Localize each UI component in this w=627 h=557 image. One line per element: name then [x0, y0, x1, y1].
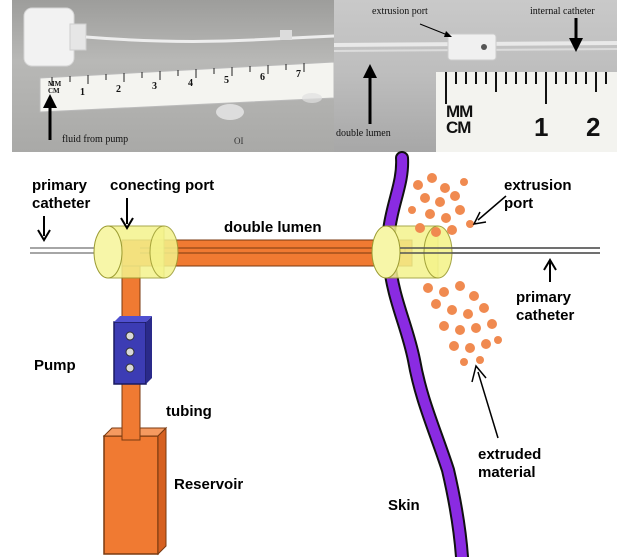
primary-catheter-left-label-2: catheter	[32, 195, 91, 212]
internal-catheter-label: internal catheter	[530, 6, 595, 17]
pump-label: Pump	[34, 357, 76, 374]
extrusion-port-label-2: port	[504, 195, 534, 212]
ruler-number-3: 3	[152, 81, 157, 92]
catheter-tube	[85, 34, 334, 43]
ruler-mm-label: MM	[48, 80, 62, 88]
primary-catheter-left-label-1: primary	[32, 177, 88, 194]
fluid-from-pump-label: fluid from pump	[62, 134, 129, 145]
ruler-edge-text: OI	[234, 136, 244, 146]
extrusion-port-label-1: extrusion	[504, 177, 572, 194]
ruler-closeup-ticks	[445, 72, 607, 104]
reservoir-side	[157, 426, 167, 556]
arrow-head	[120, 217, 134, 230]
arrow-head	[471, 364, 487, 383]
photo-right-drawing	[334, 18, 617, 152]
ruler-ticks	[51, 63, 305, 86]
reflection-spot	[302, 93, 322, 103]
ruler-number-2: 2	[116, 84, 121, 95]
skin-label: Skin	[388, 497, 420, 514]
connecting-port-label: conecting port	[110, 177, 215, 194]
connecting-port-end-left	[93, 225, 123, 279]
extrusion-port-label: extrusion port	[372, 6, 428, 17]
photo-catheter-connector: MM CM 1 2 3 4 5 6 7 OI fluid from pump	[12, 0, 334, 152]
ruler-closeup-cm: CM	[446, 118, 471, 137]
skin-layer	[383, 153, 467, 557]
arrow-head	[363, 64, 377, 78]
pump-top	[114, 316, 152, 322]
pump-side	[146, 316, 152, 384]
double-lumen-label: double lumen	[224, 219, 322, 236]
reservoir-label: Reservoir	[174, 476, 244, 493]
reflection-spot	[216, 104, 244, 120]
ruler-number-4: 4	[188, 78, 193, 89]
primary-catheter-right-label-2: catheter	[516, 307, 575, 324]
primary-catheter-right-label-1: primary	[516, 289, 572, 306]
extruded-material-label-2: material	[478, 464, 536, 481]
extruded-material-cluster-upper	[408, 173, 474, 237]
pump-button-icon	[125, 331, 135, 341]
pump-button-icon	[125, 347, 135, 357]
arrow-head	[569, 38, 583, 52]
photo-left-drawing	[23, 7, 334, 140]
ruler-number-7: 7	[296, 69, 301, 80]
ruler-number-5: 5	[224, 75, 229, 86]
reservoir-box	[103, 435, 159, 555]
ruler-number-1: 1	[80, 87, 85, 98]
ruler-number-6: 6	[260, 72, 265, 83]
ruler-closeup	[436, 72, 617, 152]
connecting-port-end-right	[149, 225, 179, 279]
tubing-label: tubing	[166, 403, 212, 420]
extrusion-port-end-right	[423, 225, 453, 279]
pump-button-icon	[125, 363, 135, 373]
arrow-extruded-material	[477, 371, 499, 439]
ruler	[39, 61, 334, 113]
ruler-closeup-number-1: 1	[534, 112, 549, 142]
photo-extrusion-port: extrusion port internal catheter double …	[334, 0, 617, 152]
arrow-head	[43, 94, 57, 108]
ruler-cm-label: CM	[48, 87, 60, 95]
arrow-head	[472, 211, 487, 225]
extruded-material-cluster-lower	[423, 281, 502, 366]
extruded-material-label-1: extruded	[478, 446, 542, 463]
arrow-head	[37, 229, 51, 242]
pointer-head	[444, 31, 452, 37]
ruler-closeup-number-2: 2	[586, 112, 601, 142]
catheter-fitting	[280, 30, 292, 40]
ruler-closeup-mm: MM	[446, 102, 473, 121]
extrusion-port-block	[447, 33, 497, 61]
arrow-extrusion-port	[477, 195, 507, 221]
extrusion-hole	[481, 44, 487, 50]
extrusion-port-end-left	[371, 225, 401, 279]
arrow-head	[543, 258, 557, 271]
double-lumen-photo-label: double lumen	[336, 128, 391, 139]
